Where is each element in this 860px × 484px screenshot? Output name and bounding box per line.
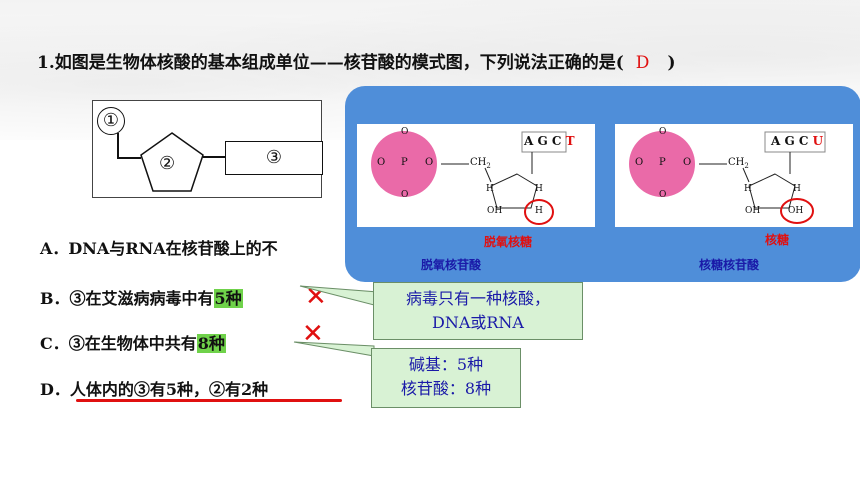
question-close: ) <box>667 53 676 73</box>
option-c-text: C．③在生物体中共有 <box>40 334 197 353</box>
o-right: O <box>683 157 692 168</box>
base-rectangle: ③ <box>225 141 323 175</box>
h-left: H <box>486 184 494 194</box>
ch-sub: 2 <box>744 162 749 170</box>
base-agc: A G C <box>771 134 813 148</box>
base-t: T <box>565 134 575 148</box>
question-text: 1.如图是生物体核酸的基本组成单位——核苷酸的模式图，下列说法正确的是( D) <box>37 48 675 73</box>
deoxyribose-label: 脱氧核糖 <box>484 235 533 249</box>
o-left: O <box>377 157 386 168</box>
o-bottom: O <box>659 190 667 200</box>
wrong-mark-icon: ✕ <box>302 319 324 349</box>
o-bottom: O <box>401 190 409 200</box>
ch-text: CH <box>470 157 487 168</box>
deoxynucleotide-structure <box>371 131 567 225</box>
count-note-line2: 核苷酸：8种 <box>400 379 492 398</box>
ribose-label: 核糖 <box>765 233 790 247</box>
base-agc: A G C <box>524 134 566 148</box>
count-note: 碱基：5种 核苷酸：8种 <box>371 348 521 408</box>
ring-bottom-right: OH <box>788 206 804 216</box>
o-right: O <box>425 157 434 168</box>
base-letters: A G C T <box>524 134 575 148</box>
virus-note: 病毒只有一种核酸， DNA或RNA <box>373 282 583 340</box>
base-u: U <box>812 134 824 148</box>
ch2-group: CH2 <box>728 157 749 170</box>
h-right: H <box>793 184 801 194</box>
ribonucleotide-caption: 核糖核苷酸 <box>699 258 760 272</box>
o-top: O <box>659 127 667 137</box>
connector-line <box>117 133 119 157</box>
nucleotide-schematic: ① ② ③ <box>92 100 323 198</box>
virus-note-line1: 病毒只有一种核酸， <box>405 289 550 308</box>
connector-line <box>203 156 225 158</box>
option-d-underline <box>76 399 342 402</box>
o-top: O <box>401 127 409 137</box>
o-left: O <box>635 157 644 168</box>
ribonucleotide-card: O O O P O CH2 A G C U H H OH OH <box>615 124 853 227</box>
deoxynucleotide-caption: 脱氧核苷酸 <box>421 258 482 272</box>
option-c: C．③在生物体中共有8种 <box>40 330 226 354</box>
option-b-highlight: 5种 <box>213 289 243 308</box>
h-left: H <box>744 184 752 194</box>
sugar-label: ② <box>159 153 176 174</box>
nucleotide-comparison-panel: O O O P O CH2 A G C T H H OH H 脱氧核糖 脱氧核苷… <box>345 86 860 282</box>
phosphate-circle: ① <box>97 107 125 135</box>
h-right: H <box>535 184 543 194</box>
option-c-highlight: 8种 <box>196 334 226 353</box>
option-b-text: B．③在艾滋病病毒中有 <box>40 289 214 308</box>
virus-note-line2: DNA或RNA <box>432 313 524 332</box>
answer-letter: D <box>635 53 650 73</box>
oh-left: OH <box>745 206 761 216</box>
question-stem: 1.如图是生物体核酸的基本组成单位——核苷酸的模式图，下列说法正确的是( <box>37 53 624 73</box>
ribonucleotide-structure <box>629 131 826 224</box>
p-atom: P <box>401 157 408 168</box>
base-letters: A G C U <box>771 134 823 148</box>
option-b: B．③在艾滋病病毒中有5种 <box>40 285 243 309</box>
connector-line <box>117 157 141 159</box>
ch-text: CH <box>728 157 745 168</box>
ring-bottom-right: H <box>535 206 543 216</box>
oh-left: OH <box>487 206 503 216</box>
option-d: D．人体内的③有5种，②有2种 <box>40 380 269 399</box>
ch-sub: 2 <box>486 162 491 170</box>
callout-pointers <box>293 285 379 357</box>
ch2-group: CH2 <box>470 157 491 170</box>
count-note-line1: 碱基：5种 <box>408 355 484 374</box>
deoxynucleotide-card: O O O P O CH2 A G C T H H OH H <box>357 124 595 227</box>
option-a: A．DNA与RNA在核苷酸上的不 <box>40 239 278 258</box>
p-atom: P <box>659 157 666 168</box>
sugar-pentagon <box>140 132 204 192</box>
